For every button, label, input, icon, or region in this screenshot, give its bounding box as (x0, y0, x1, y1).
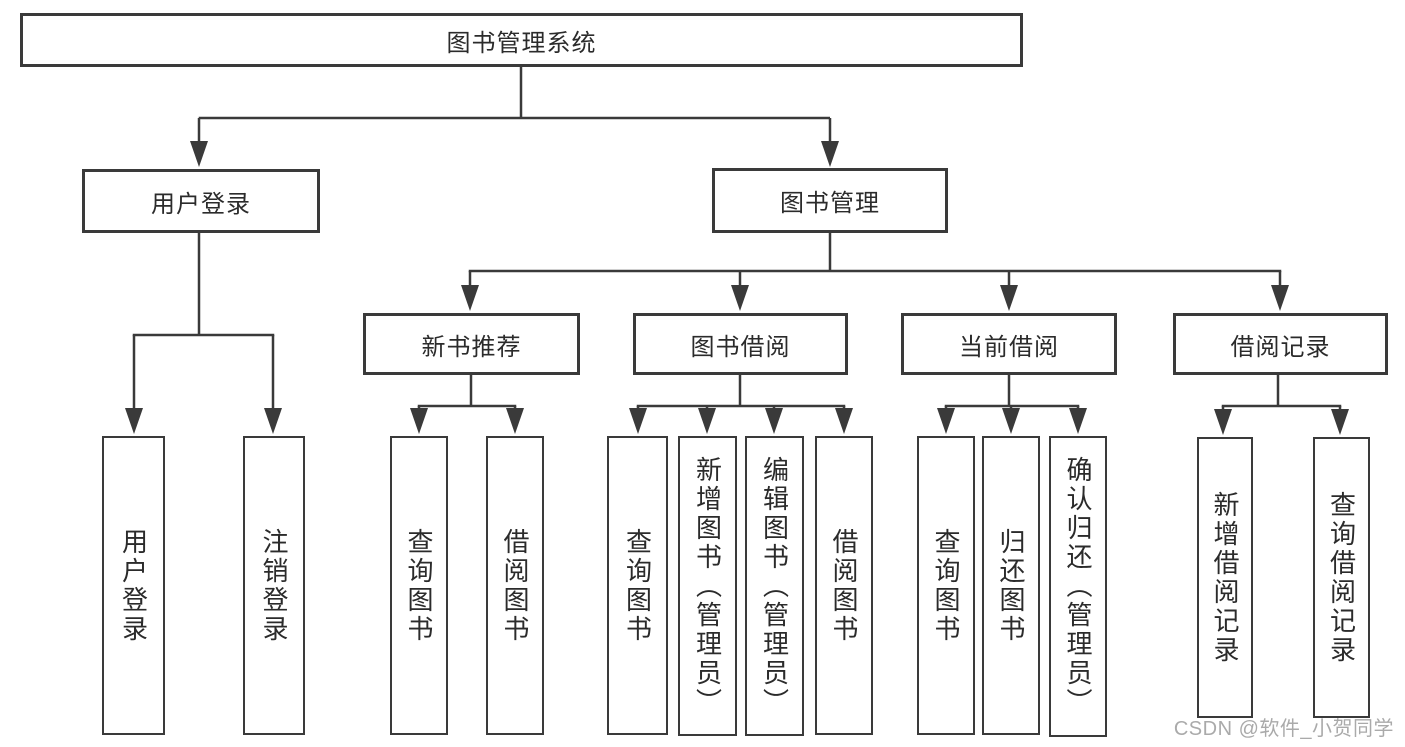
leaf-edit-book-admin: 编辑图书（管理员） (745, 436, 804, 736)
leaf-user-login: 用户登录 (102, 436, 165, 735)
node-borrow-records-label: 借阅记录 (1230, 333, 1331, 361)
leaf-logout: 注销登录 (243, 436, 305, 735)
arrow-icon (1331, 409, 1349, 435)
arrow-icon (629, 408, 647, 434)
node-new-book-recommend: 新书推荐 (363, 313, 580, 375)
node-user-login: 用户登录 (82, 169, 320, 233)
arrow-icon (731, 285, 749, 311)
arrow-icon (821, 141, 839, 167)
leaf-query-books-recommend-label: 查询图书 (404, 527, 434, 644)
leaf-query-borrow-record: 查询借阅记录 (1313, 437, 1370, 718)
arrowheads (125, 141, 1349, 435)
node-user-login-label: 用户登录 (151, 190, 251, 218)
leaf-add-borrow-record: 新增借阅记录 (1197, 437, 1253, 718)
leaf-add-book-admin-label: 新增图书（管理员） (692, 455, 723, 717)
node-current-borrow: 当前借阅 (901, 313, 1117, 375)
node-new-book-recommend-label: 新书推荐 (421, 333, 522, 361)
arrow-icon (1214, 409, 1232, 435)
leaf-add-book-admin: 新增图书（管理员） (678, 436, 737, 736)
leaf-user-login-label: 用户登录 (118, 527, 149, 644)
node-root-label: 图书管理系统 (446, 29, 597, 57)
watermark: CSDN @软件_小贺同学 (1173, 718, 1394, 740)
arrow-icon (1271, 285, 1289, 311)
leaf-query-books-recommend: 查询图书 (390, 436, 448, 735)
node-borrow-records: 借阅记录 (1173, 313, 1388, 375)
node-book-management-label: 图书管理 (780, 190, 880, 217)
arrow-icon (264, 408, 282, 434)
arrow-icon (698, 408, 716, 434)
arrow-icon (835, 408, 853, 434)
arrow-icon (1069, 408, 1087, 434)
leaf-borrow-books: 借阅图书 (815, 436, 873, 735)
arrow-icon (506, 408, 524, 434)
leaf-query-books-borrow-label: 查询图书 (622, 527, 653, 644)
leaf-borrow-books-recommend: 借阅图书 (486, 436, 544, 735)
node-current-borrow-label: 当前借阅 (959, 333, 1059, 361)
arrow-icon (937, 408, 955, 434)
node-book-management: 图书管理 (712, 168, 948, 233)
leaf-confirm-return-admin: 确认归还（管理员） (1049, 436, 1107, 737)
leaf-borrow-books-recommend-label: 借阅图书 (500, 527, 530, 644)
arrow-icon (125, 408, 143, 434)
leaf-confirm-return-admin-label: 确认归还（管理员） (1063, 456, 1093, 717)
arrow-icon (765, 408, 783, 434)
leaf-query-books-current-label: 查询图书 (931, 527, 961, 644)
leaf-return-books-label: 归还图书 (996, 527, 1026, 644)
leaf-return-books: 归还图书 (982, 436, 1040, 735)
arrow-icon (461, 285, 479, 311)
node-book-borrow: 图书借阅 (633, 313, 848, 375)
leaf-add-borrow-record-label: 新增借阅记录 (1210, 490, 1240, 665)
leaf-logout-label: 注销登录 (259, 527, 289, 644)
leaf-edit-book-admin-label: 编辑图书（管理员） (759, 455, 790, 717)
arrow-icon (190, 141, 208, 167)
leaf-query-borrow-record-label: 查询借阅记录 (1326, 490, 1357, 665)
leaf-query-books-current: 查询图书 (917, 436, 975, 735)
node-root: 图书管理系统 (20, 13, 1023, 67)
arrow-icon (1000, 285, 1018, 311)
leaf-query-books-borrow: 查询图书 (607, 436, 668, 735)
arrow-icon (410, 408, 428, 434)
leaf-borrow-books-label: 借阅图书 (829, 527, 859, 644)
arrow-icon (1002, 408, 1020, 434)
node-book-borrow-label: 图书借阅 (690, 333, 791, 361)
